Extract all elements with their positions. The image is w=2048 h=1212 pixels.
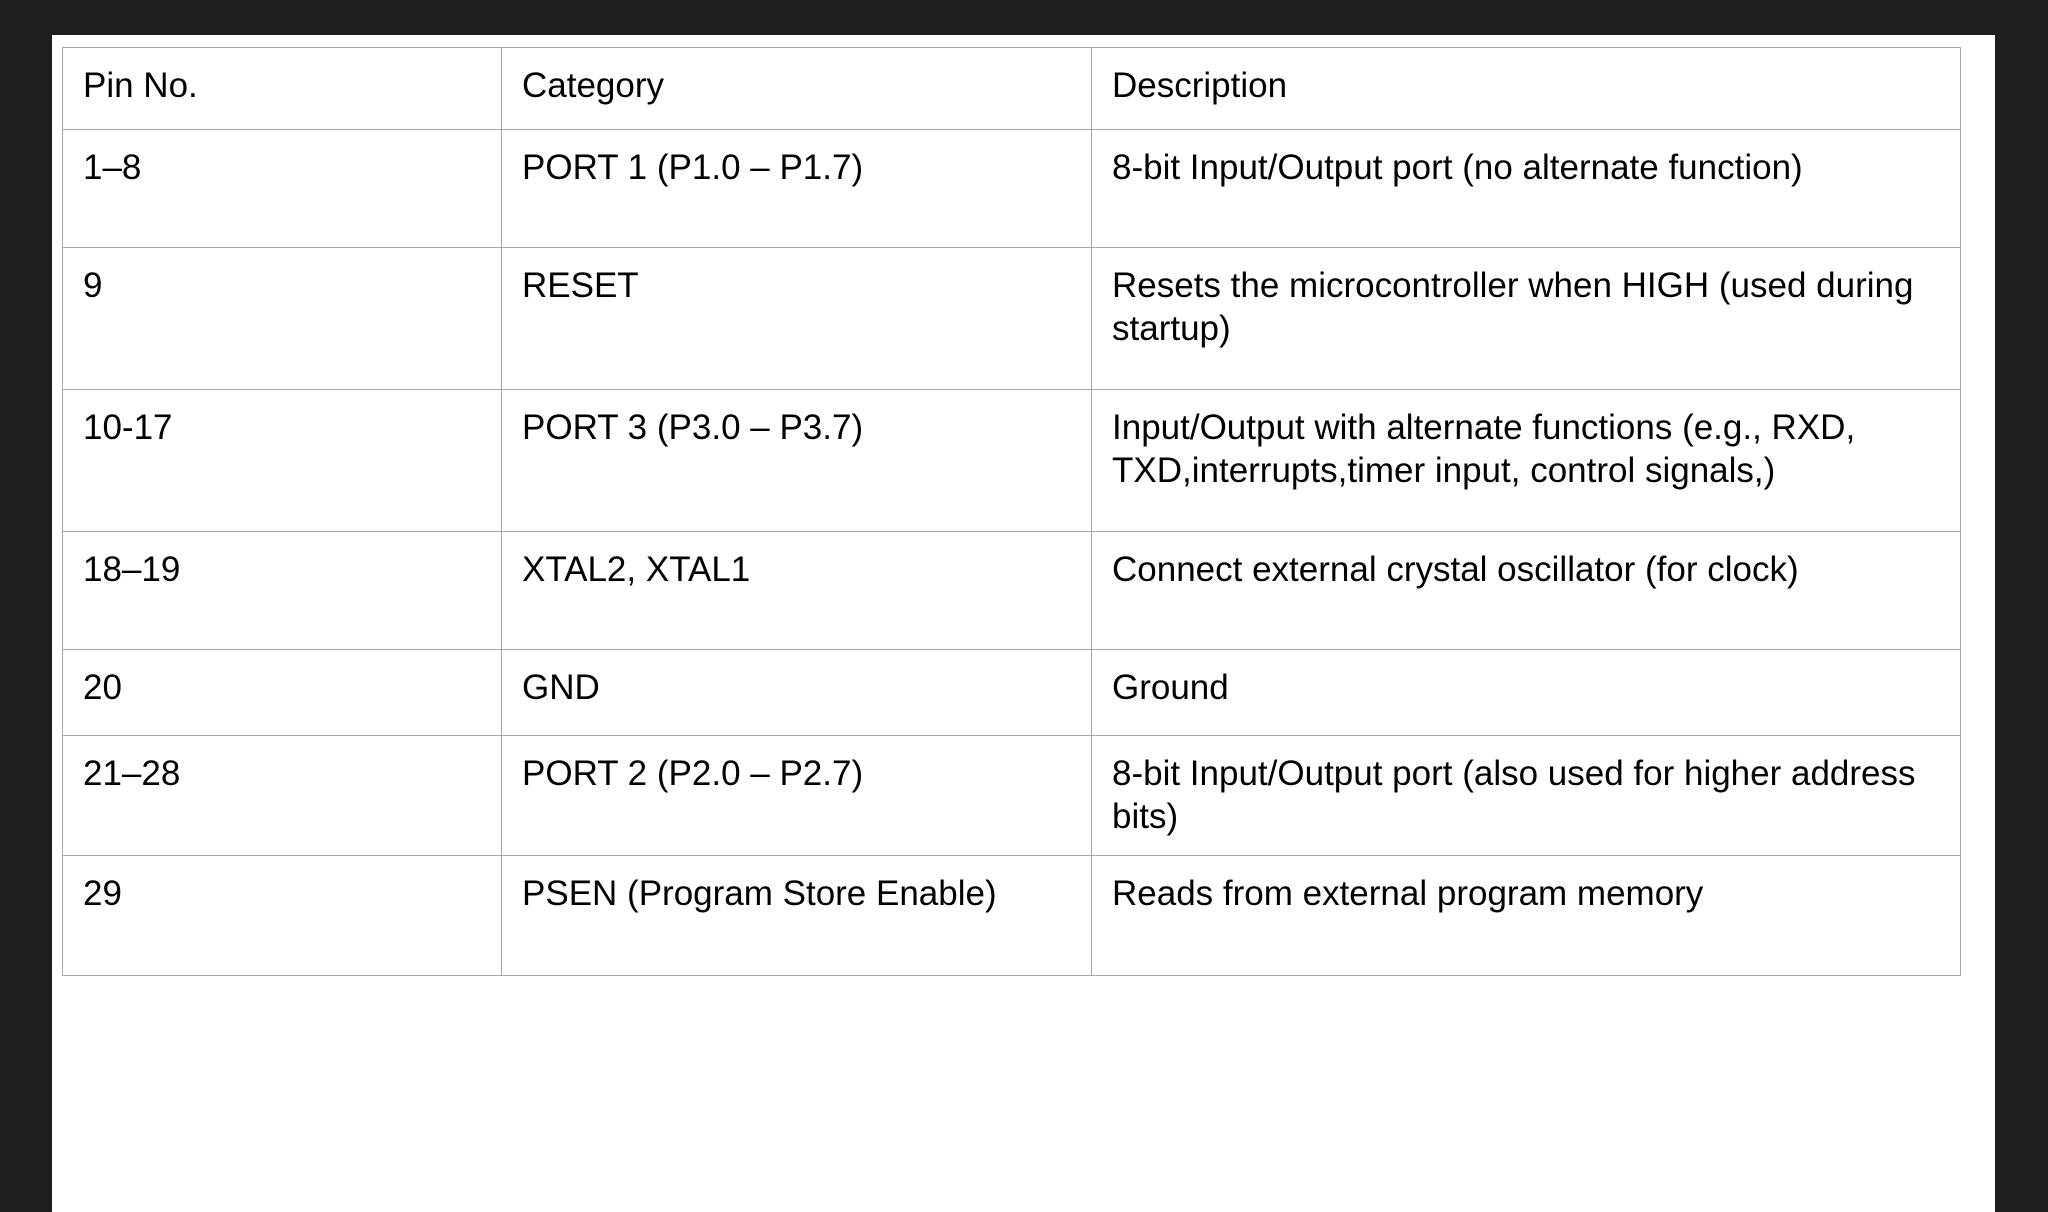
cell-category-text: XTAL2, XTAL1 (522, 549, 1073, 592)
cell-description-text: 8-bit Input/Output port (no alternate fu… (1112, 147, 1942, 190)
cell-pin-text: 18–19 (83, 549, 483, 592)
cell-pin-text: 29 (83, 873, 483, 916)
table-row: 29 PSEN (Program Store Enable) Reads from … (63, 856, 1961, 976)
cell-category: PORT 1 (P1.0 – P1.7) (502, 130, 1092, 248)
table-row: 9 RESET Resets the microcontroller when HI… (63, 248, 1961, 390)
cell-description: Reads from external program memory (1092, 856, 1961, 976)
cell-description: Resets the microcontroller when HIGH (us… (1092, 248, 1961, 390)
cell-category-text: PSEN (Program Store Enable) (522, 873, 1073, 916)
column-header-label: Description (1112, 65, 1942, 108)
cell-description-text: Connect external crystal oscillator (for… (1112, 549, 1942, 592)
cell-category-text: PORT 3 (P3.0 – P3.7) (522, 407, 1073, 450)
cell-description: 8-bit Input/Output port (no alternate fu… (1092, 130, 1961, 248)
column-header-label: Pin No. (83, 65, 483, 108)
cell-pin-text: 21–28 (83, 753, 483, 796)
cell-description-text: Input/Output with alternate functions (e… (1112, 407, 1942, 492)
cell-pin: 1–8 (63, 130, 502, 248)
cell-category: GND (502, 650, 1092, 736)
table-row: 1–8 PORT 1 (P1.0 – P1.7) 8-bit Input/Outpu… (63, 130, 1961, 248)
cell-description: 8-bit Input/Output port (also used for h… (1092, 736, 1961, 856)
cell-pin: 29 (63, 856, 502, 976)
cell-category: PSEN (Program Store Enable) (502, 856, 1092, 976)
table-header-row: Pin No. Category Description (63, 48, 1961, 130)
document-viewer: Pin No. Category Description 1–8 PORT 1 (P1.… (0, 0, 2048, 1152)
cell-pin: 20 (63, 650, 502, 736)
table-row: 18–19 XTAL2, XTAL1 Connect external crysta… (63, 532, 1961, 650)
column-header-description: Description (1092, 48, 1961, 130)
cell-description: Ground (1092, 650, 1961, 736)
document-page: Pin No. Category Description 1–8 PORT 1 (P1.… (52, 35, 1995, 1212)
cell-category: PORT 3 (P3.0 – P3.7) (502, 390, 1092, 532)
cell-pin: 9 (63, 248, 502, 390)
cell-pin: 18–19 (63, 532, 502, 650)
cell-pin-text: 1–8 (83, 147, 483, 190)
cell-pin: 10-17 (63, 390, 502, 532)
cell-pin-text: 9 (83, 265, 483, 308)
cell-category: RESET (502, 248, 1092, 390)
cell-category-text: PORT 2 (P2.0 – P2.7) (522, 753, 1073, 796)
cell-description-text: Ground (1112, 667, 1942, 710)
pin-description-table: Pin No. Category Description 1–8 PORT 1 (P1.… (62, 47, 1961, 976)
cell-category: PORT 2 (P2.0 – P2.7) (502, 736, 1092, 856)
cell-category-text: PORT 1 (P1.0 – P1.7) (522, 147, 1073, 190)
cell-description-text: Resets the microcontroller when HIGH (us… (1112, 265, 1942, 350)
cell-description: Connect external crystal oscillator (for… (1092, 532, 1961, 650)
table-row: 21–28 PORT 2 (P2.0 – P2.7) 8-bit Input/Out… (63, 736, 1961, 856)
cell-pin: 21–28 (63, 736, 502, 856)
cell-pin-text: 20 (83, 667, 483, 710)
cell-category-text: RESET (522, 265, 1073, 308)
cell-description-text: 8-bit Input/Output port (also used for h… (1112, 753, 1942, 838)
cell-category-text: GND (522, 667, 1073, 710)
column-header-label: Category (522, 65, 1073, 108)
column-header-category: Category (502, 48, 1092, 130)
cell-description: Input/Output with alternate functions (e… (1092, 390, 1961, 532)
cell-category: XTAL2, XTAL1 (502, 532, 1092, 650)
cell-pin-text: 10-17 (83, 407, 483, 450)
table-row: 20 GND Ground (63, 650, 1961, 736)
column-header-pin: Pin No. (63, 48, 502, 130)
cell-description-text: Reads from external program memory (1112, 873, 1942, 916)
table-row: 10-17 PORT 3 (P3.0 – P3.7) Input/Output wi… (63, 390, 1961, 532)
